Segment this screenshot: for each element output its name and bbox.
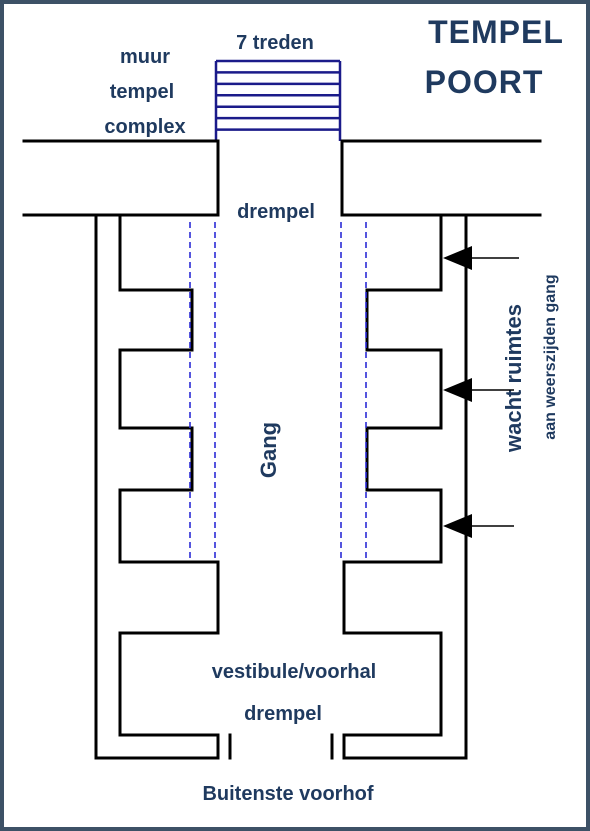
threshold-bottom-label: drempel xyxy=(244,703,322,725)
threshold-top-label: drempel xyxy=(237,201,315,223)
title-line-1: TEMPEL xyxy=(428,14,564,50)
inner-wall-right xyxy=(340,213,443,760)
temple-gate-diagram: TEMPEL POORT muur tempel complex 7 trede… xyxy=(22,14,564,805)
steps xyxy=(214,59,342,141)
outer-court-label: Buitenste voorhof xyxy=(202,783,373,805)
gate-wall-top-left xyxy=(22,139,220,217)
wall-label-line-1: muur xyxy=(120,46,170,68)
gate-wall-top-right xyxy=(340,139,542,217)
arrow-2 xyxy=(443,378,514,402)
guard-rooms-sublabel: aan weerszijden gang xyxy=(542,274,559,439)
corridor-label: Gang xyxy=(256,422,281,478)
vestibule-label: vestibule/voorhal xyxy=(212,661,377,683)
guard-rooms-label: wacht ruimtes xyxy=(501,304,526,453)
arrow-1 xyxy=(443,246,519,270)
title-line-2: POORT xyxy=(425,64,544,100)
steps-label: 7 treden xyxy=(236,32,314,54)
inner-wall-left xyxy=(118,213,220,760)
arrow-3 xyxy=(443,514,514,538)
gate-outer-wall-left xyxy=(94,213,220,760)
wall-label-line-3: complex xyxy=(104,116,185,138)
wall-label-line-2: tempel xyxy=(110,81,174,103)
